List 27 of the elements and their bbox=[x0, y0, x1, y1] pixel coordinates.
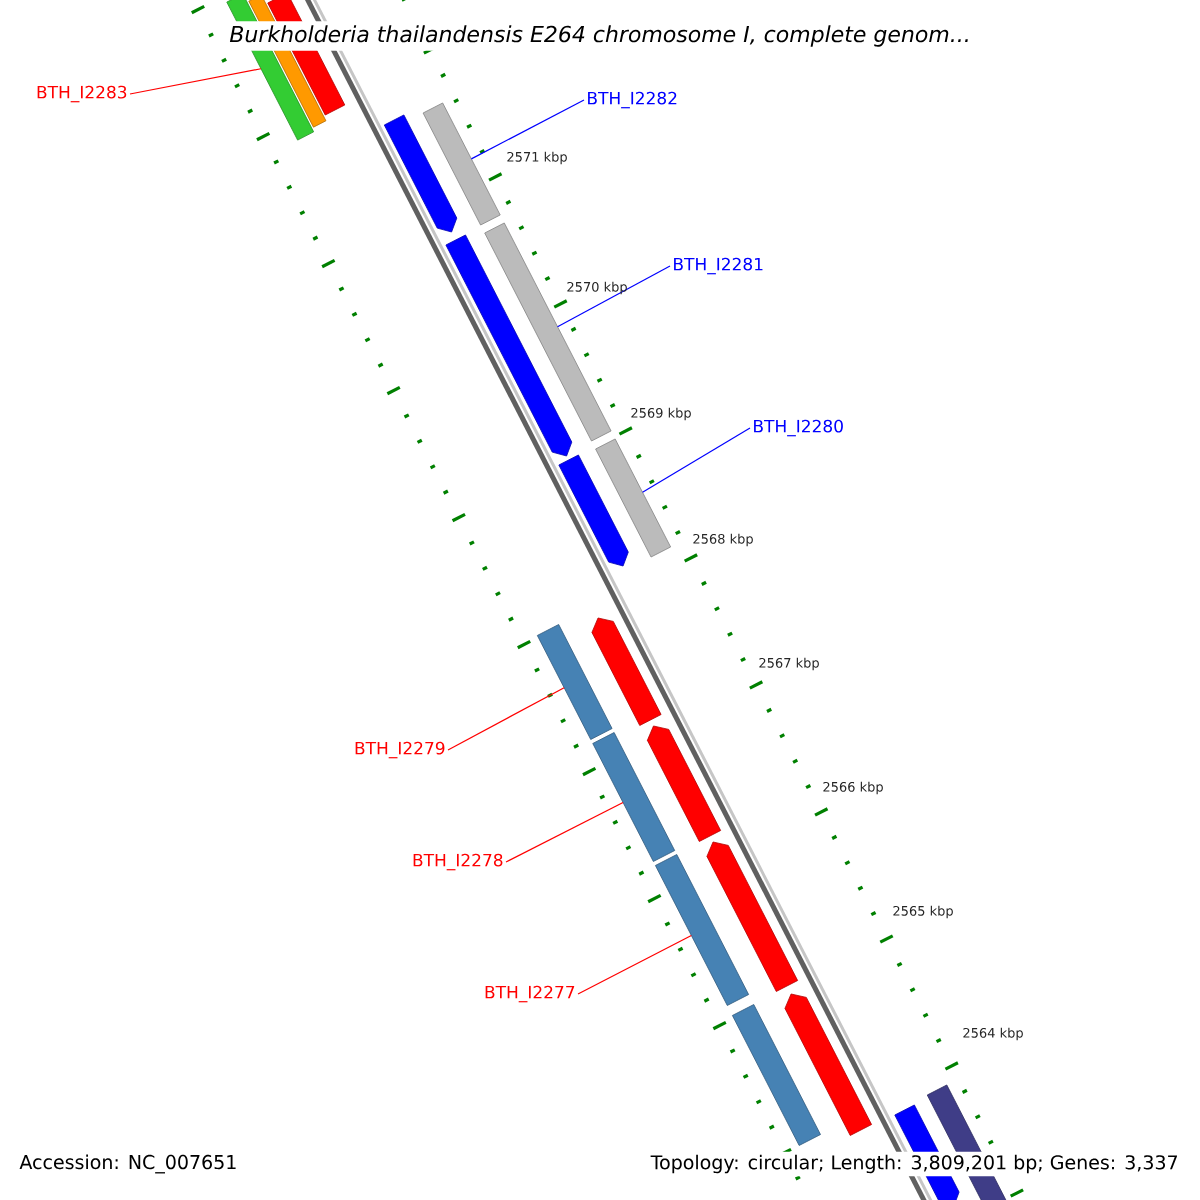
gene-label: BTH_I2282 bbox=[588, 91, 677, 109]
gene-feature bbox=[732, 1004, 821, 1146]
leader-line bbox=[470, 99, 585, 160]
title: Burkholderia thailandensis E264 chromosome I, complete genom... bbox=[225, 21, 975, 51]
gene-feature bbox=[784, 993, 872, 1136]
gene-label: BTH_I2278 bbox=[413, 853, 503, 871]
leader-line bbox=[505, 801, 624, 863]
gene-feature bbox=[647, 725, 722, 842]
leader-line bbox=[447, 687, 565, 751]
gene-label: BTH_I2277 bbox=[485, 985, 575, 1003]
gene-feature bbox=[655, 854, 750, 1006]
gene-feature bbox=[422, 102, 501, 226]
gene-feature bbox=[706, 841, 799, 992]
gene-label: BTH_I2280 bbox=[754, 419, 843, 437]
gene-feature bbox=[592, 732, 676, 862]
gene-label: BTH_I2281 bbox=[674, 257, 763, 275]
genome-info-text: Topology: circular; Length: 3,809,201 bp; Genes: 3,337 bbox=[647, 1151, 1182, 1177]
gene-label: BTH_I2283 bbox=[37, 85, 127, 103]
leader-line bbox=[641, 427, 751, 493]
gene-feature bbox=[536, 624, 613, 740]
gene-feature bbox=[591, 617, 662, 726]
gene-feature bbox=[383, 114, 458, 233]
leader-line bbox=[556, 265, 671, 328]
gene-label: BTH_I2279 bbox=[355, 741, 445, 759]
accession-text: Accession: NC_007651 bbox=[16, 1151, 241, 1177]
gene-feature bbox=[595, 438, 672, 558]
gene-feature bbox=[558, 454, 629, 567]
